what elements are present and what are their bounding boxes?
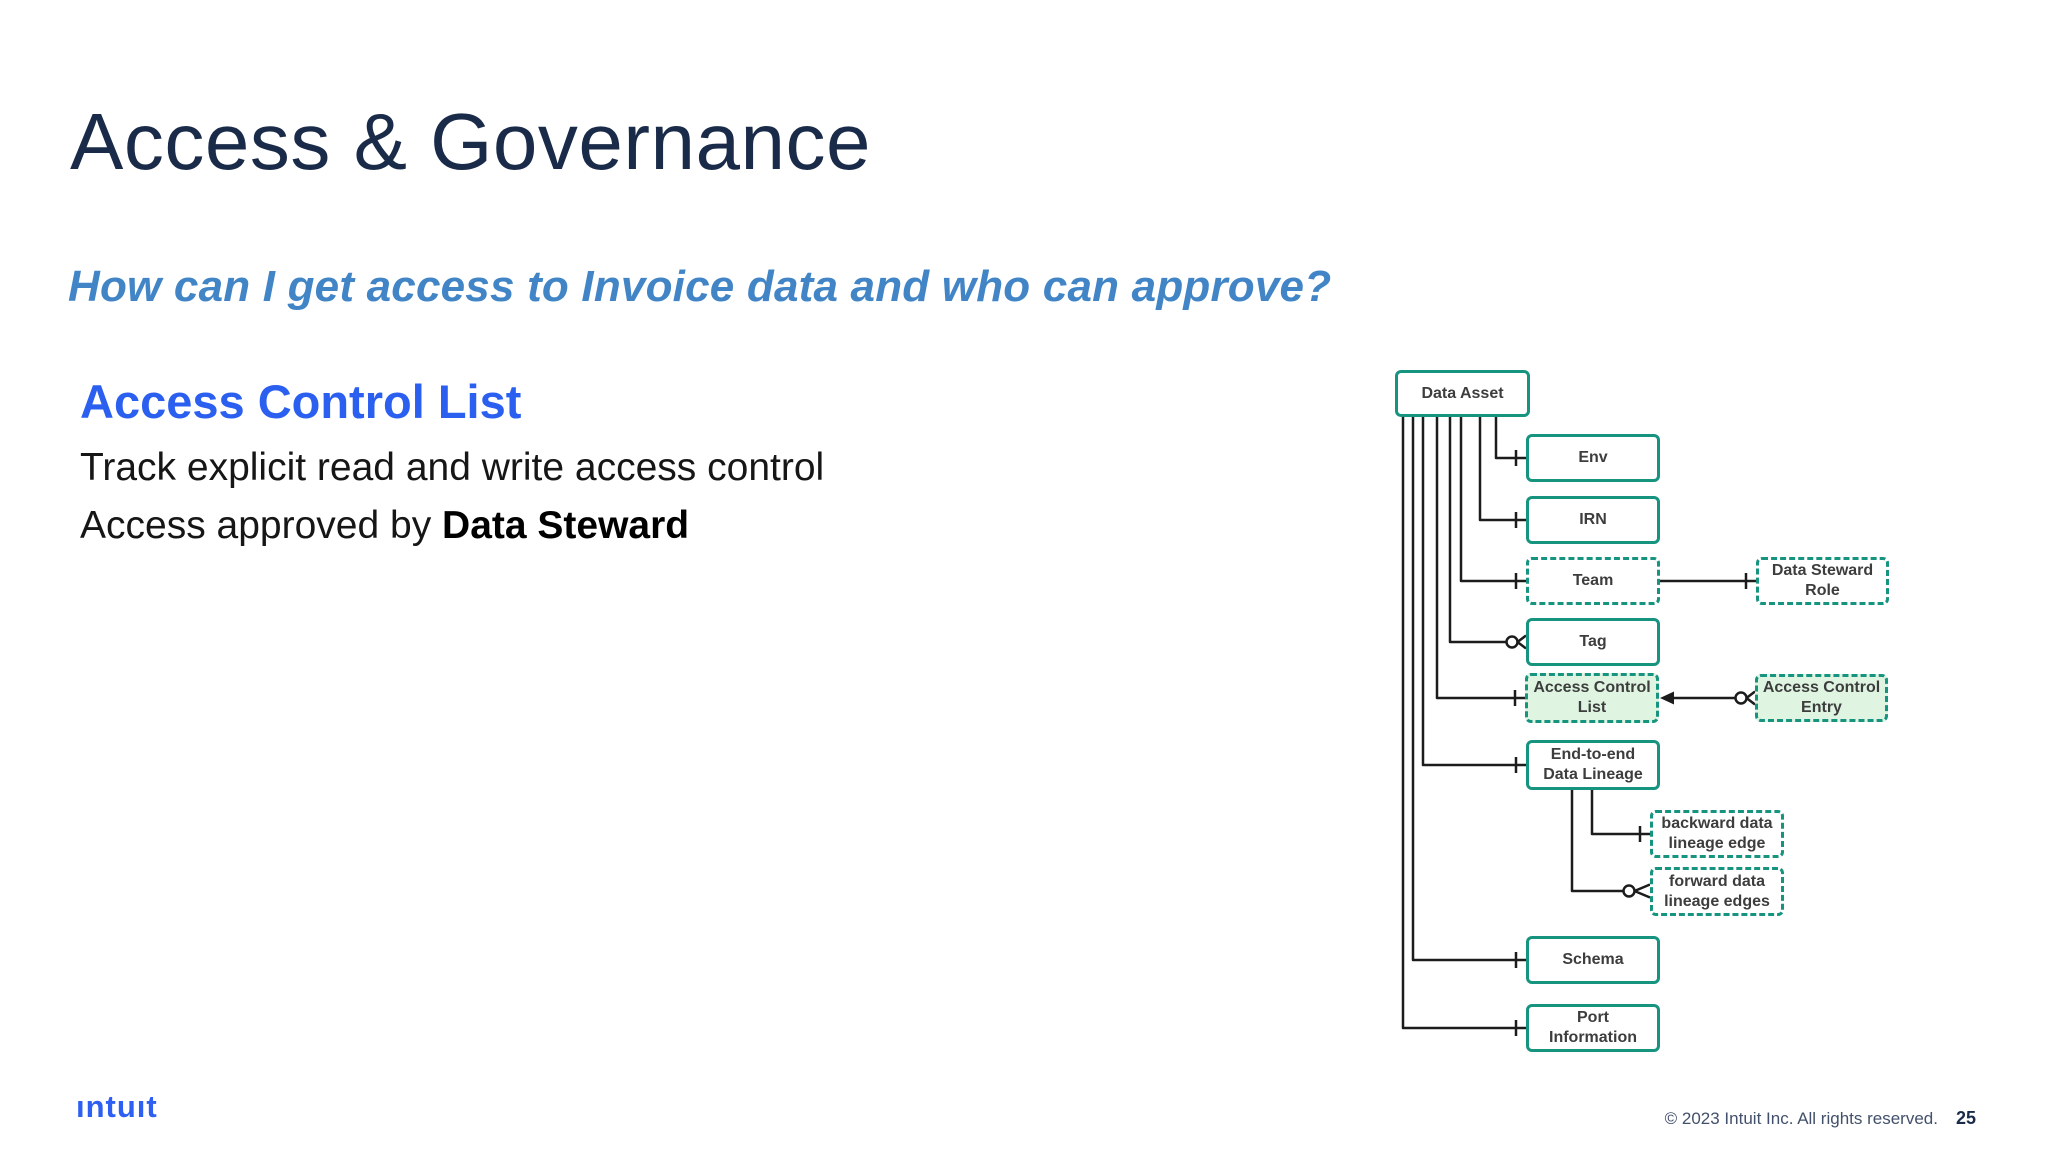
node-end-to-end-data-lineage: End-to-end Data Lineage [1526,740,1660,790]
node-backward-data-lineage-edge: backward data lineage edge [1650,810,1784,858]
page-number: 25 [1955,1108,1976,1128]
copyright-text: © 2023 Intuit Inc. All rights reserved. [1664,1109,1938,1128]
connector-lines [1401,417,1756,1036]
node-access-control-list: Access Control List [1525,673,1659,723]
node-data-asset: Data Asset [1395,370,1530,417]
body-text-line2-prefix: Access approved by [80,504,443,547]
body-text-line1: Track explicit read and write access con… [80,446,825,489]
body-text-line2: Access approved by Data Steward [80,504,689,548]
body-text-line2-bold: Data Steward [442,504,690,547]
node-forward-data-lineage-edges: forward data lineage edges [1650,867,1784,916]
node-port-information: Port Information [1526,1004,1660,1052]
node-env: Env [1526,434,1660,482]
er-diagram: Data Asset Env IRN Team Data Steward Rol… [1390,360,2010,1080]
intuit-logo: ıntuıt [76,1089,158,1124]
section-heading: Access Control List [80,375,522,428]
node-data-steward-role: Data Steward Role [1756,557,1889,605]
node-tag: Tag [1526,618,1660,666]
node-irn: IRN [1526,496,1660,544]
node-schema: Schema [1526,936,1660,984]
node-team: Team [1526,557,1660,605]
footer-right: © 2023 Intuit Inc. All rights reserved. … [1665,1108,1976,1129]
node-access-control-entry: Access Control Entry [1755,674,1888,722]
arrowhead [1660,691,1674,705]
page-title: Access & Governance [70,97,871,186]
subtitle-question: How can I get access to Invoice data and… [68,262,1332,311]
